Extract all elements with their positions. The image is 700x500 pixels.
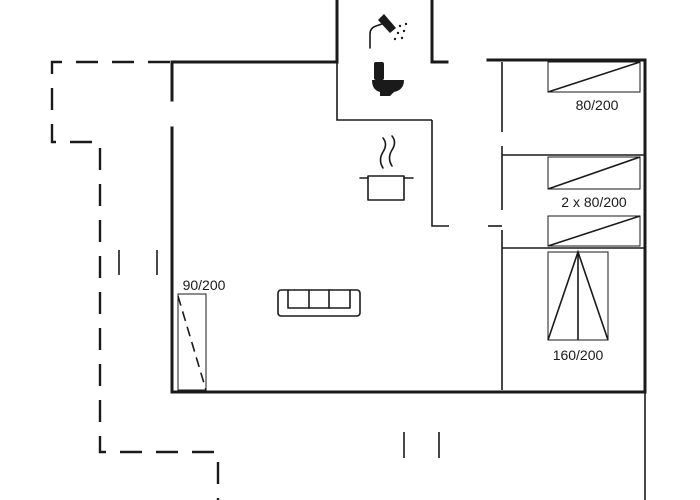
bed-bunk-lower [547, 215, 641, 247]
interior-partitions [488, 62, 645, 390]
bed-left-label: 90/200 [183, 277, 226, 293]
exterior-walls [170, 58, 647, 394]
bed-top [547, 61, 641, 93]
toilet-icon [372, 62, 404, 96]
bed-single [177, 293, 207, 391]
shower-icon [369, 14, 408, 49]
bed-top-label: 80/200 [576, 97, 619, 113]
bed-middle-label: 2 x 80/200 [561, 194, 627, 210]
bed-double-label: 160/200 [553, 347, 604, 363]
sofa-icon [277, 289, 361, 317]
bed-double [547, 249, 609, 341]
terrace-outline [50, 60, 220, 500]
cooking-pot-icon [359, 135, 414, 201]
bed-middle [547, 156, 641, 190]
bathroom-walls [335, 0, 449, 227]
door-marks [118, 250, 440, 458]
